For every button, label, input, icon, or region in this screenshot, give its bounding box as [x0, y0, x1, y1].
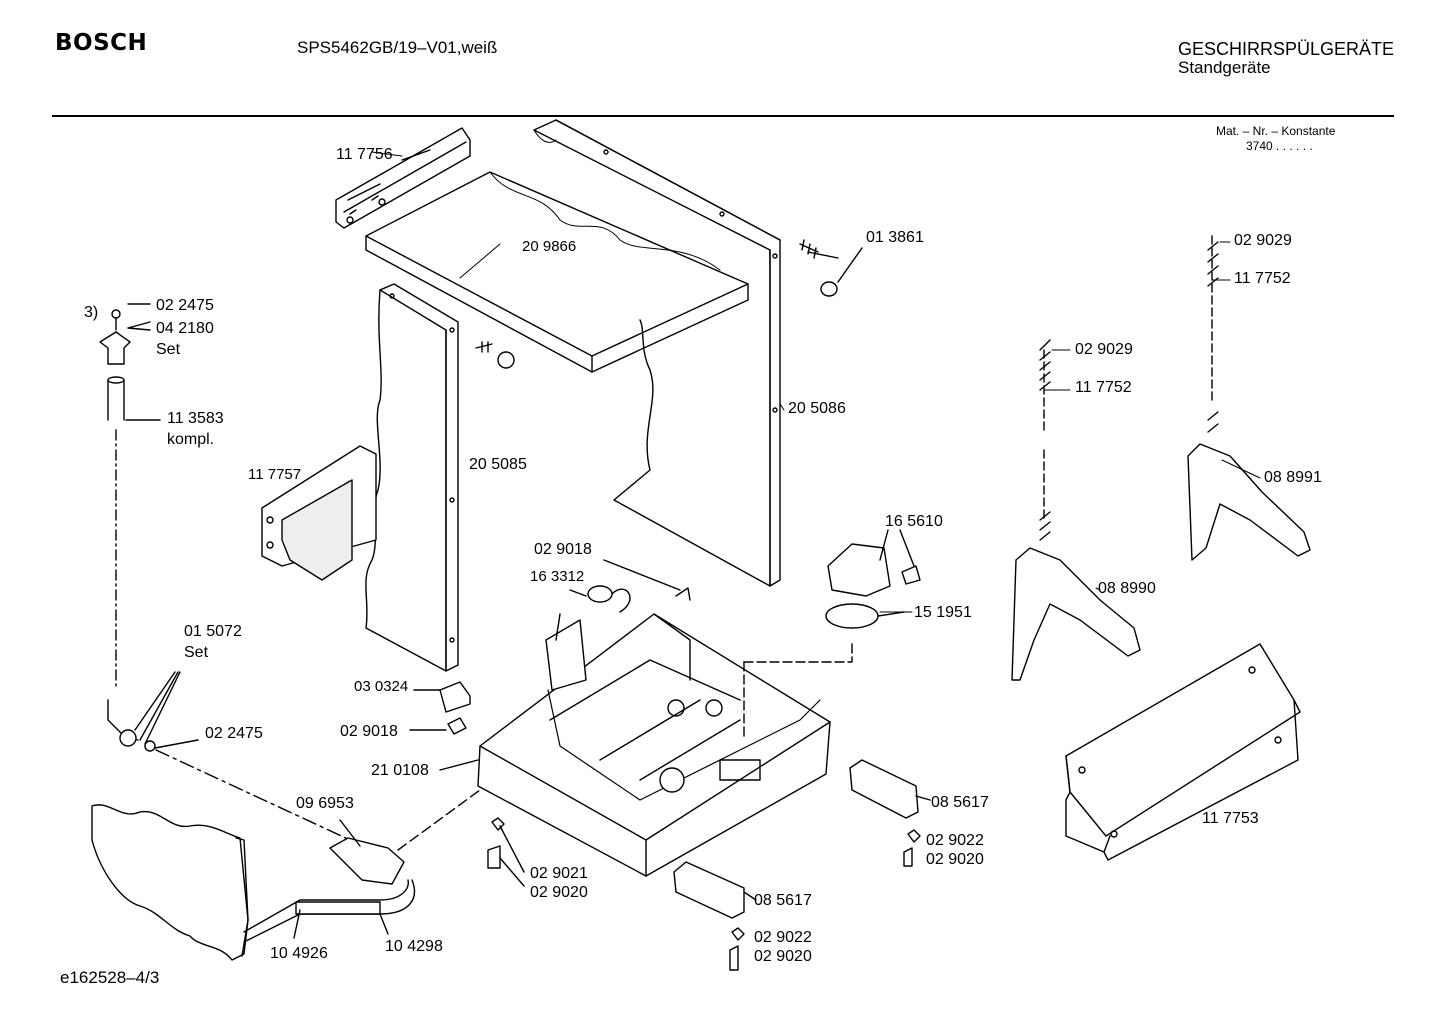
- part-label: 04 2180: [156, 320, 214, 337]
- part-label: 01 5072: [184, 623, 242, 640]
- part-label: 02 2475: [156, 297, 214, 314]
- clip-part: [409, 681, 471, 735]
- part-label: 20 5086: [788, 400, 846, 417]
- part-label: 10 4926: [270, 945, 328, 962]
- part-label: 08 5617: [754, 892, 812, 909]
- part-label: kompl.: [167, 431, 215, 448]
- part-label: 16 3312: [530, 568, 585, 585]
- top-panel-part: [365, 171, 749, 373]
- part-label: 11 3583: [167, 410, 224, 427]
- kick-plate-part: [1065, 643, 1301, 861]
- part-label: 11 7752: [1075, 379, 1132, 396]
- part-label: 02 9020: [530, 884, 588, 901]
- part-label: 11 7753: [1202, 810, 1259, 827]
- part-label: 20 9866: [522, 238, 577, 255]
- top-rail-part: [335, 127, 471, 229]
- part-label: 02 9020: [754, 948, 812, 965]
- screw-plug-part: [475, 239, 863, 369]
- part-label: 09 6953: [296, 795, 354, 812]
- pump-part: [825, 529, 921, 629]
- part-label: 03 0324: [354, 678, 409, 695]
- part-label: 02 9020: [926, 851, 984, 868]
- part-label: 3): [84, 304, 99, 321]
- part-label: 20 5085: [469, 456, 527, 473]
- material-constant-label: Mat. – Nr. – Konstante: [1216, 124, 1336, 138]
- part-label: 01 3861: [866, 229, 924, 246]
- drain-hose-part: [99, 303, 351, 841]
- part-label: 02 9022: [926, 832, 984, 849]
- part-label: 21 0108: [371, 762, 429, 779]
- part-label: 08 8990: [1098, 580, 1156, 597]
- part-label: 08 8991: [1264, 469, 1322, 486]
- valve-part: [329, 789, 481, 885]
- part-label: Set: [156, 341, 181, 358]
- part-label: 11 7752: [1234, 270, 1291, 287]
- part-label: 10 4298: [385, 938, 443, 955]
- header-divider: [52, 115, 1394, 117]
- part-label: 08 5617: [931, 794, 989, 811]
- motor-part: [555, 559, 691, 641]
- material-constant-value: 3740 . . . . . .: [1246, 139, 1313, 153]
- model-number: SPS5462GB/19–V01,weiß: [297, 38, 498, 57]
- part-label: 02 9021: [530, 865, 588, 882]
- door-part: [91, 804, 416, 961]
- side-bracket-part: [261, 445, 377, 581]
- brand-logo: BOSCH: [55, 30, 148, 56]
- part-label: 02 2475: [205, 725, 263, 742]
- part-label: 16 5610: [885, 513, 943, 530]
- part-label: 02 9018: [340, 723, 398, 740]
- part-label: 02 9022: [754, 929, 812, 946]
- part-label: Set: [184, 644, 209, 661]
- hinge-part: [1011, 235, 1311, 681]
- leader-lines: [371, 151, 1261, 613]
- appliance-category: GESCHIRRSPÜLGERÄTE: [1178, 39, 1395, 59]
- part-label: 11 7757: [248, 466, 302, 483]
- drawing-id: e162528–4/3: [60, 968, 160, 987]
- part-label: 02 9029: [1075, 341, 1133, 358]
- base-tub-part: [439, 613, 853, 877]
- right-side-panel-part: [533, 119, 781, 587]
- left-side-panel-part: [365, 283, 459, 672]
- foot-rail-part: [487, 759, 931, 971]
- part-label: 15 1951: [914, 604, 972, 621]
- part-label: 11 7756: [336, 146, 393, 163]
- part-label: 02 9029: [1234, 232, 1292, 249]
- appliance-subcategory: Standgeräte: [1178, 58, 1271, 77]
- part-label: 02 9018: [534, 541, 592, 558]
